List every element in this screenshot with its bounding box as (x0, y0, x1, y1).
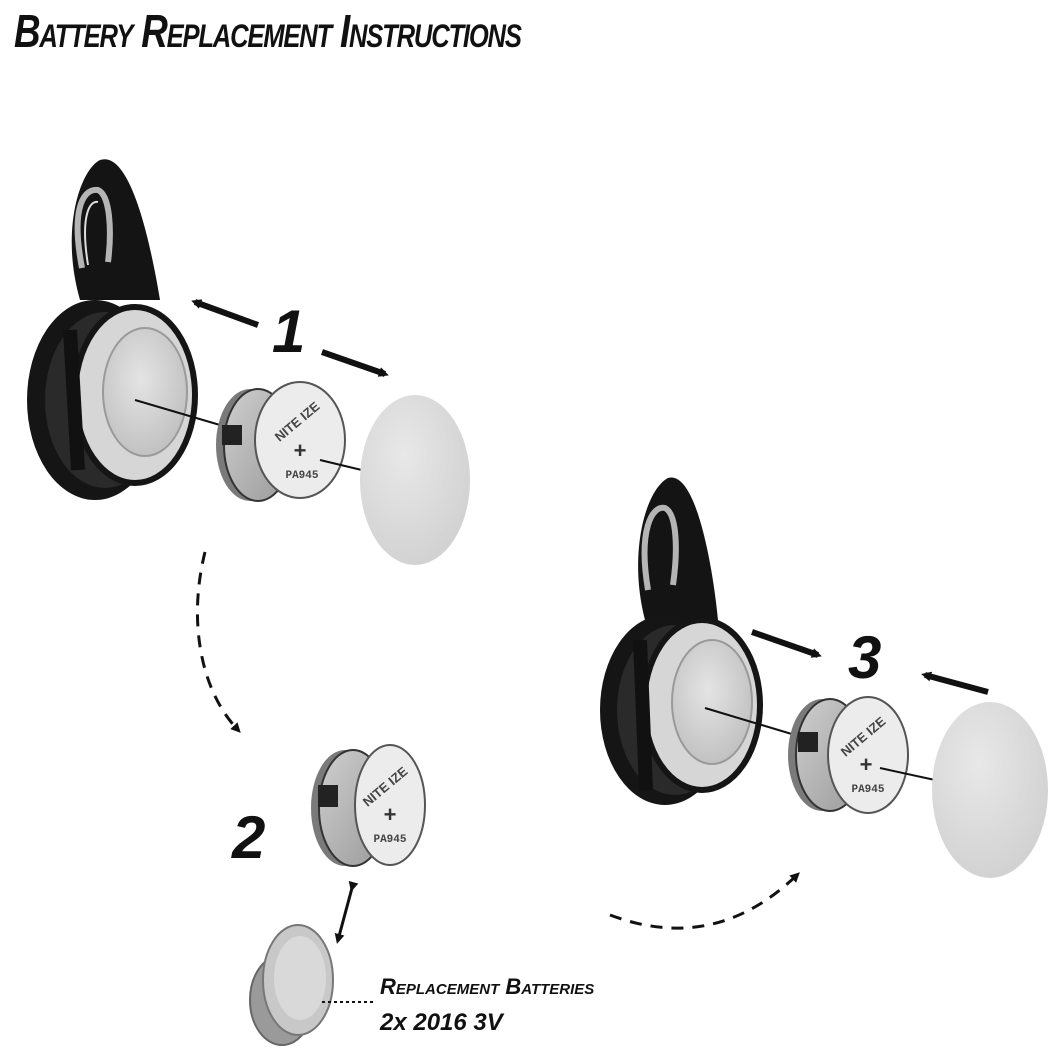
dashed-arrow-to-step-3 (609, 872, 800, 930)
page-title: Battery Replacement Instructions (14, 5, 522, 57)
model-label: PA945 (285, 470, 318, 482)
step-3-number: 3 (848, 624, 881, 691)
light-housing-1 (27, 159, 198, 500)
step-1-number: 1 (272, 298, 305, 365)
plus-sign: + (860, 752, 873, 777)
battery-module-2: NITE IZE + PA945 (311, 744, 426, 867)
lens-cover-3 (932, 702, 1048, 878)
battery-spec-label: 2x 2016 3V (379, 1009, 505, 1036)
dashed-arrow-to-step-2 (196, 551, 241, 733)
plus-sign: + (384, 802, 397, 827)
assemble-arrows (751, 629, 989, 695)
model-label: PA945 (851, 784, 884, 796)
step-2-number: 2 (231, 804, 265, 871)
lens-cover-1 (360, 395, 470, 565)
assembly-line (704, 707, 796, 736)
battery-module-3: NITE IZE + PA945 (788, 696, 909, 814)
separate-arrows (191, 299, 389, 377)
battery-module-1: NITE IZE + PA945 (216, 381, 346, 502)
assembly-line (134, 399, 221, 426)
assembly-line (879, 767, 936, 781)
swap-arrow (334, 880, 359, 944)
replacement-batteries-label: Replacement Batteries (380, 974, 594, 999)
light-housing-3 (600, 477, 763, 805)
model-label: PA945 (373, 834, 406, 846)
coin-batteries (249, 924, 334, 1046)
plus-sign: + (294, 438, 307, 463)
